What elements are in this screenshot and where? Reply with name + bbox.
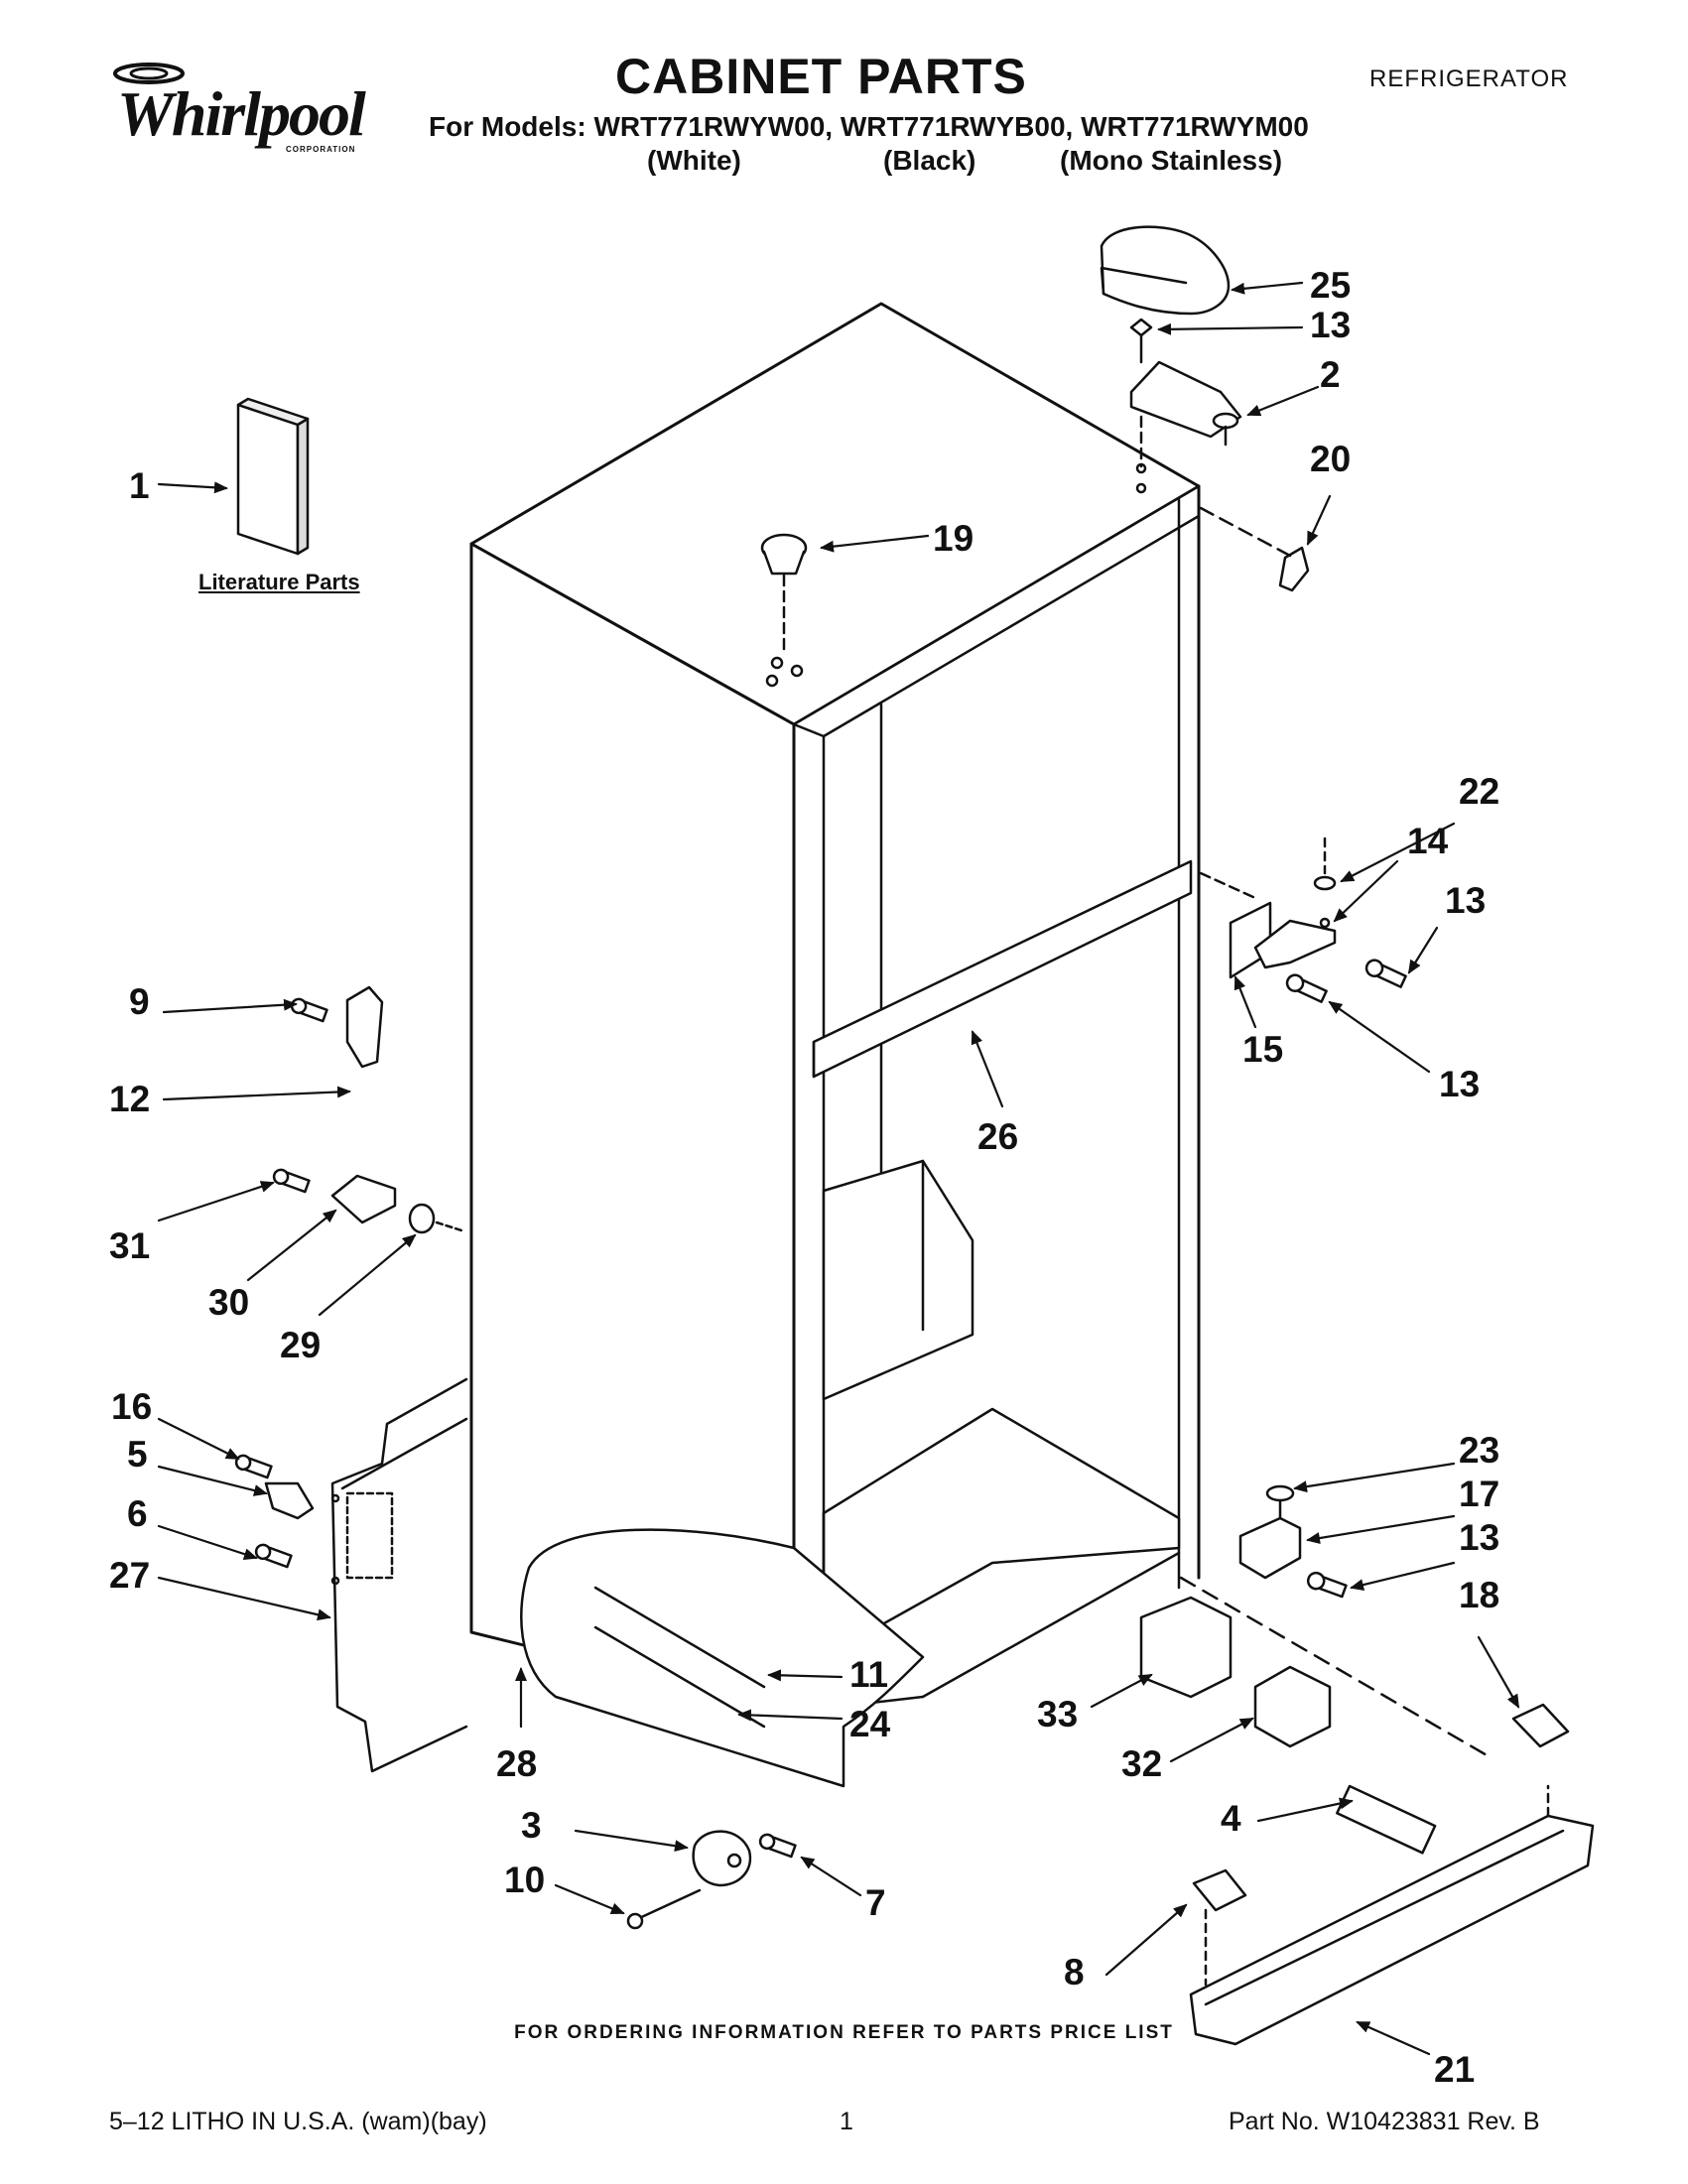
leader-arrows <box>157 281 1520 2056</box>
brand-sub: CORPORATION <box>286 145 356 154</box>
callout-20: 20 <box>1310 439 1351 479</box>
callout-5: 5 <box>127 1434 148 1475</box>
litho-info: 5–12 LITHO IN U.S.A. (wam)(bay) <box>109 2108 487 2135</box>
hole-plug <box>760 533 808 657</box>
callout-13c: 13 <box>1439 1064 1480 1104</box>
callout-31: 31 <box>109 1225 150 1266</box>
callout-13d: 13 <box>1459 1517 1499 1558</box>
page-number: 1 <box>840 2108 853 2135</box>
callout-30: 30 <box>208 1282 249 1323</box>
callout-16: 16 <box>111 1386 152 1427</box>
models-line: For Models: WRT771RWYW00, WRT771RWYB00, … <box>429 111 1309 142</box>
callout-1: 1 <box>129 465 150 506</box>
callout-3: 3 <box>521 1805 542 1846</box>
color-label-mono-stainless: (Mono Stainless) <box>1060 145 1283 176</box>
callout-9: 9 <box>129 981 150 1022</box>
literature-parts-label: Literature Parts <box>198 570 360 594</box>
left-screws <box>234 985 463 1569</box>
cabinet-body <box>469 302 1201 1714</box>
top-cap <box>1199 506 1310 592</box>
callout-15: 15 <box>1242 1029 1283 1070</box>
callout-11: 11 <box>849 1654 888 1695</box>
callout-22: 22 <box>1459 771 1499 812</box>
callout-6: 6 <box>127 1493 148 1534</box>
callout-33: 33 <box>1037 1694 1078 1734</box>
callout-2: 2 <box>1320 354 1341 395</box>
color-label-white: (White) <box>647 145 741 176</box>
callout-23: 23 <box>1459 1430 1499 1471</box>
bottom-hinge <box>1179 1484 1491 1758</box>
callout-24: 24 <box>849 1704 891 1744</box>
ordering-info: FOR ORDERING INFORMATION REFER TO PARTS … <box>514 2022 1174 2043</box>
callout-25: 25 <box>1310 265 1351 306</box>
callout-21: 21 <box>1434 2049 1475 2090</box>
callout-28: 28 <box>496 1743 537 1784</box>
color-label-black: (Black) <box>883 145 976 176</box>
callout-13b: 13 <box>1445 880 1486 921</box>
callout-13a: 13 <box>1310 305 1351 345</box>
callout-18: 18 <box>1459 1575 1499 1615</box>
valve-and-grille <box>1139 1596 1595 2046</box>
page-title: CABINET PARTS <box>615 49 1027 104</box>
callout-26: 26 <box>977 1116 1018 1157</box>
callout-32: 32 <box>1121 1743 1162 1784</box>
bottom-insulation-pad <box>520 1528 925 1788</box>
callout-14: 14 <box>1407 821 1449 861</box>
roller-assembly <box>626 1830 797 1930</box>
brand-name: Whirlpool <box>117 78 366 149</box>
callout-19: 19 <box>933 518 974 559</box>
left-side-bracket <box>330 1377 468 1773</box>
top-hinge <box>1129 318 1242 468</box>
callout-numbers: 1 2 3 4 5 6 7 8 9 10 11 12 13 13 13 13 1… <box>109 265 1499 2090</box>
center-hinge <box>1199 836 1407 1003</box>
logo-swirl-icon <box>113 63 185 84</box>
callout-10: 10 <box>504 1860 545 1900</box>
hinge-cover <box>1100 225 1231 316</box>
appliance-type: REFRIGERATOR <box>1369 65 1569 92</box>
whirlpool-logo: Whirlpool CORPORATION <box>109 60 377 159</box>
callout-7: 7 <box>865 1882 886 1923</box>
callout-27: 27 <box>109 1555 150 1596</box>
literature-book <box>236 397 310 556</box>
callout-8: 8 <box>1064 1952 1085 1992</box>
callout-4: 4 <box>1221 1798 1241 1839</box>
callout-12: 12 <box>109 1079 150 1119</box>
part-number: Part No. W10423831 Rev. B <box>1229 2108 1540 2135</box>
callout-29: 29 <box>280 1325 321 1365</box>
callout-17: 17 <box>1459 1474 1499 1514</box>
